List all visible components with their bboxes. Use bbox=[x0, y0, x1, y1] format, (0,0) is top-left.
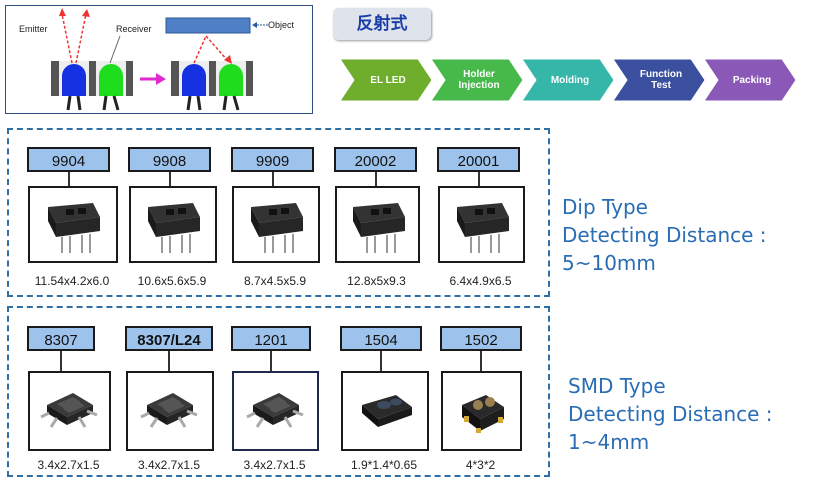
smd-type-label: SMD Type bbox=[568, 374, 666, 398]
dip-sensor-image bbox=[148, 202, 200, 253]
process-step-label: Packing bbox=[732, 74, 772, 86]
dip-product-photo bbox=[129, 186, 217, 263]
dip-dimensions: 6.4x4.9x6.5 bbox=[449, 274, 512, 288]
object-label: Object bbox=[268, 20, 295, 30]
smd-sensor-image bbox=[461, 395, 504, 433]
smd-product-photo bbox=[441, 371, 522, 451]
connector-line bbox=[480, 351, 482, 371]
process-step-1 bbox=[340, 58, 433, 102]
dip-dimensions: 8.7x4.5x5.9 bbox=[243, 274, 307, 288]
smd-product-photo bbox=[232, 371, 319, 451]
dip-sensor-image bbox=[456, 202, 509, 253]
smd-part-number: 8307 bbox=[27, 326, 95, 351]
dip-type-label: Dip Type bbox=[562, 195, 648, 219]
smd-dimensions: 4*3*2 bbox=[465, 458, 496, 472]
object-bar bbox=[165, 17, 251, 34]
dip-product-photo bbox=[232, 186, 320, 263]
dip-part-number: 9904 bbox=[27, 147, 110, 172]
smd-part-number: 1502 bbox=[440, 326, 522, 351]
dip-part-number: 9909 bbox=[231, 147, 314, 172]
process-step-4 bbox=[612, 58, 706, 102]
connector-line bbox=[374, 172, 377, 186]
dip-side-text: Dip Type Detecting Distance : 5~10mm bbox=[562, 193, 767, 277]
smd-sensor-image bbox=[362, 395, 412, 427]
dip-product-photo bbox=[438, 186, 525, 263]
process-flow bbox=[340, 58, 797, 102]
receiver-label: Receiver bbox=[116, 24, 152, 34]
dip-part-number: 20002 bbox=[334, 147, 417, 172]
reflective-sensor-diagram: Emitter Receiver Object bbox=[5, 5, 313, 114]
dip-group bbox=[7, 128, 550, 297]
connector-line bbox=[168, 351, 170, 371]
smd-part-number: 1201 bbox=[231, 326, 311, 351]
smd-dimensions: 3.4x2.7x1.5 bbox=[243, 458, 306, 472]
smd-product-photo bbox=[126, 371, 214, 451]
smd-dimensions: 1.9*1.4*0.65 bbox=[350, 458, 418, 472]
dip-sensor-image bbox=[48, 202, 100, 253]
emitter-led-right bbox=[182, 64, 206, 96]
dip-product-photo bbox=[335, 186, 420, 263]
connector-line bbox=[270, 351, 272, 371]
process-step-2 bbox=[430, 58, 524, 102]
dip-sensor-image bbox=[251, 202, 303, 253]
process-step-5 bbox=[703, 58, 797, 102]
dip-sensor-image bbox=[352, 202, 405, 253]
page-title: 反射式 bbox=[356, 14, 408, 34]
connector-line bbox=[168, 172, 171, 186]
dip-dimensions: 10.6x5.6x5.9 bbox=[137, 274, 207, 288]
smd-dimensions: 3.4x2.7x1.5 bbox=[37, 458, 100, 472]
dip-distance-label: Detecting Distance : bbox=[562, 223, 767, 247]
receiver-led-right bbox=[219, 64, 243, 96]
smd-product-photo bbox=[341, 371, 429, 451]
smd-side-text: SMD Type Detecting Distance : 1~4mm bbox=[568, 372, 773, 456]
connector-line bbox=[67, 172, 70, 186]
dip-distance-value: 5~10mm bbox=[562, 251, 656, 275]
smd-dimensions: 3.4x2.7x1.5 bbox=[137, 458, 201, 472]
dip-dimensions: 12.8x5x9.3 bbox=[347, 274, 406, 288]
smd-product-photo bbox=[28, 371, 111, 451]
smd-sensor-image bbox=[39, 393, 98, 428]
emitter-led-left bbox=[62, 64, 86, 96]
smd-part-number: 1504 bbox=[340, 326, 422, 351]
smd-distance-value: 1~4mm bbox=[568, 430, 650, 454]
connector-line bbox=[380, 351, 382, 371]
connector-line bbox=[477, 172, 480, 186]
smd-sensor-image bbox=[140, 393, 198, 428]
process-step-3 bbox=[521, 58, 615, 102]
smd-distance-label: Detecting Distance : bbox=[568, 402, 773, 426]
dip-product-photo bbox=[28, 186, 118, 263]
diagram-graphics bbox=[51, 8, 268, 111]
receiver-led-left bbox=[99, 64, 123, 96]
dip-dimensions: 11.54x4.2x6.0 bbox=[34, 274, 110, 288]
connector-line bbox=[60, 351, 62, 371]
emitter-label: Emitter bbox=[19, 24, 48, 34]
smd-part-number: 8307/L24 bbox=[125, 326, 213, 351]
process-step-label: EL LED bbox=[370, 74, 406, 86]
smd-sensor-image bbox=[245, 393, 304, 428]
title-background bbox=[333, 8, 431, 40]
dip-part-number: 20001 bbox=[437, 147, 520, 172]
dip-part-number: 9908 bbox=[128, 147, 211, 172]
process-step-label: Molding bbox=[550, 74, 590, 86]
smd-group bbox=[7, 306, 550, 477]
connector-line bbox=[271, 172, 274, 186]
